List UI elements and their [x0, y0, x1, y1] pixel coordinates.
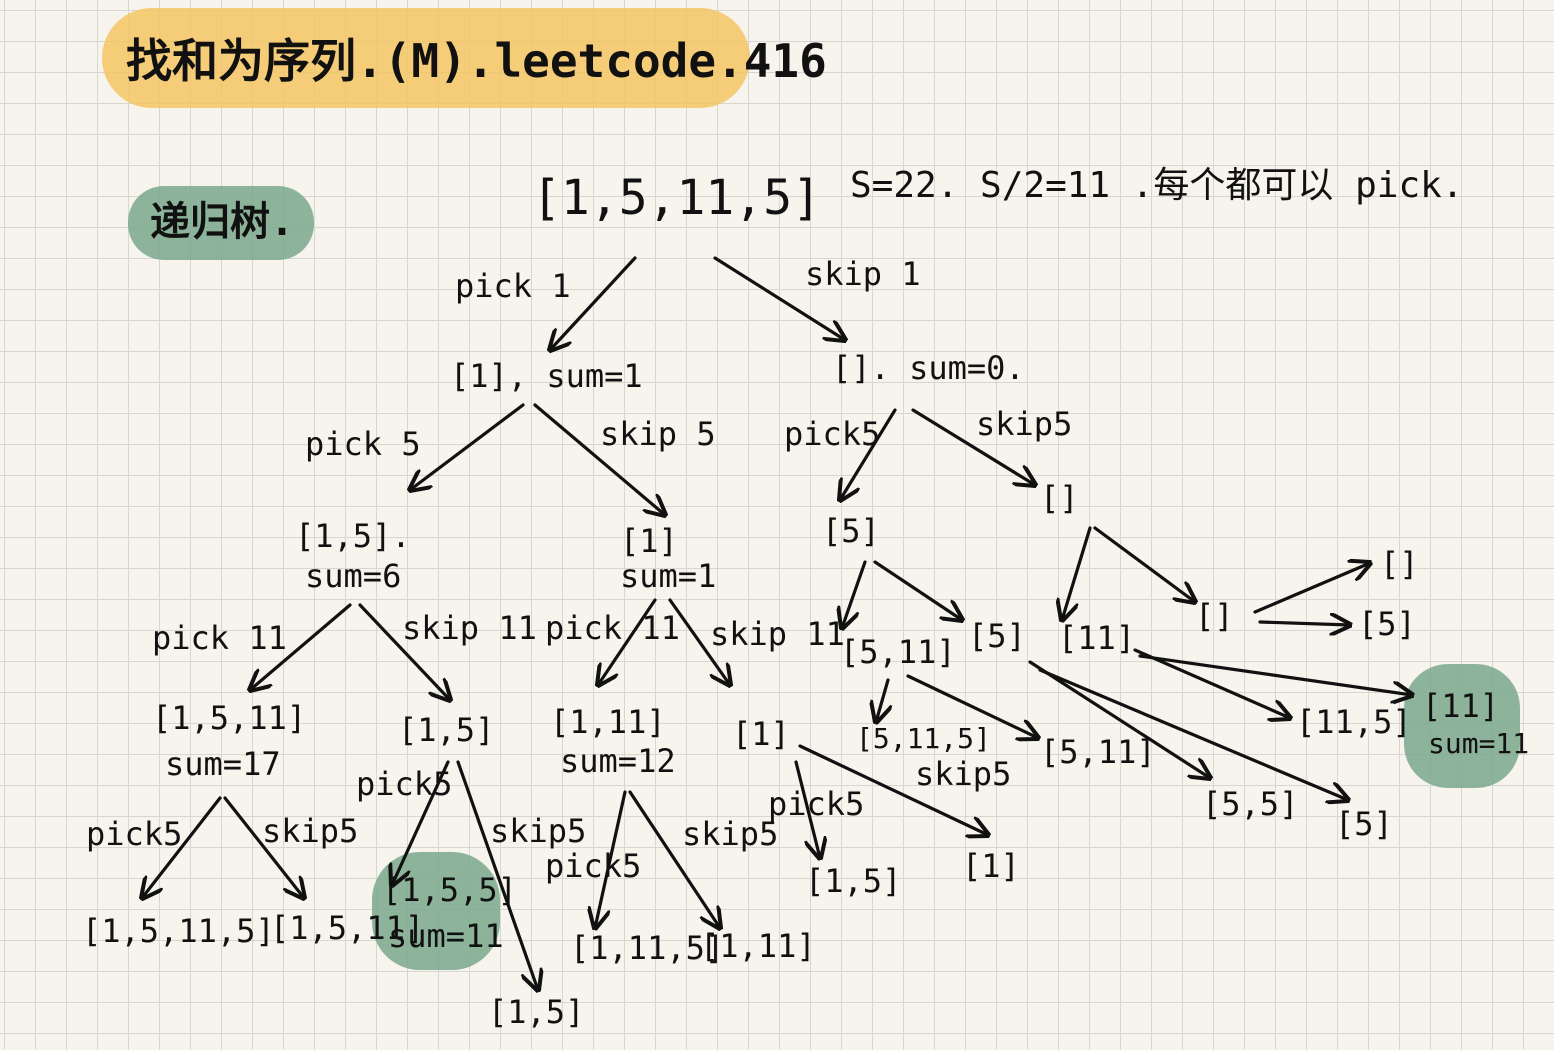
tag-highlight	[128, 186, 314, 260]
tree-node-sum: sum=12	[560, 742, 676, 780]
edge-n5b-skip5	[1038, 668, 1348, 800]
edge-label-pick11-b: pick 11	[545, 609, 680, 647]
edge-n511-pick5	[876, 678, 888, 722]
edge-label-skip5-b: skip5	[976, 405, 1073, 443]
edge-n1c-skip5	[798, 744, 988, 835]
tree-node: []. sum=0.	[832, 349, 1025, 387]
tree-leaf: [1,5]	[805, 862, 902, 900]
solution-highlight-right	[1404, 664, 1520, 788]
tree-node: [1], sum=1	[450, 357, 643, 395]
edge-n5-pick11	[842, 560, 867, 628]
tree-node-sum: sum=1	[620, 557, 717, 595]
tree-node: [1,5].	[295, 517, 411, 555]
recursion-tree-label: 递归树.	[150, 199, 295, 245]
edge-nE-skip11	[1093, 526, 1195, 602]
edge-n1c-pick5	[794, 760, 820, 858]
edge-root-skip1	[713, 256, 845, 340]
edge-nE-pick11	[1062, 526, 1092, 620]
edge-n0-skip5	[911, 408, 1035, 485]
tree-leaf: [1,11]	[700, 927, 816, 965]
edge-n5-skip11	[873, 560, 962, 620]
tree-leaf: [1,5,11]	[270, 909, 425, 947]
root-node: [1,5,11,5]	[532, 170, 821, 226]
edge-n1511-pick5	[142, 796, 222, 898]
edge-n15b-pick5	[392, 760, 450, 885]
tree-leaf: [5,11,5]	[856, 722, 991, 755]
edge-label-skip1: skip 1	[805, 255, 921, 293]
tree-leaf: [11,5]	[1296, 703, 1412, 741]
target-sum-note: S=22. S/2=11 .每个都可以 pick.	[850, 165, 1464, 206]
edge-label-pick5-e: pick5	[545, 847, 642, 885]
edge-label-pick11-a: pick 11	[152, 619, 287, 657]
tree-node: [5]	[1358, 605, 1416, 643]
tree-node: [5]	[968, 617, 1026, 655]
edge-n11-pick5	[1133, 648, 1290, 718]
tree-node: []	[1380, 545, 1419, 583]
edge-n5b-pick5	[1028, 660, 1210, 778]
edge-label-pick5-a: pick 5	[305, 425, 421, 463]
tree-leaf: [5]	[1335, 805, 1393, 843]
edge-nE2-a	[1253, 563, 1370, 614]
tree-leaf-solution: [1,5,5]	[382, 871, 517, 909]
tree-node: [1,5]	[398, 711, 495, 749]
edge-label-skip5-e: skip5	[682, 815, 779, 853]
edge-n0-pick5	[840, 408, 897, 500]
edge-n15-skip11	[358, 603, 450, 700]
tree-leaf: [1]	[962, 847, 1020, 885]
tree-node: [1,5,11]	[152, 699, 307, 737]
edge-label-pick5-f: pick5	[768, 785, 865, 823]
tree-leaf: [1,5]	[488, 993, 585, 1031]
edge-label-pick1: pick 1	[455, 267, 571, 305]
tree-leaf: [5,11]	[1040, 733, 1156, 771]
tree-node: []	[1040, 479, 1079, 517]
edge-label-skip5-d: skip5	[490, 812, 587, 850]
edge-n11-skip5	[1138, 654, 1412, 695]
tree-node: [1,11]	[550, 703, 666, 741]
tree-leaf: [1,11,5]	[570, 929, 725, 967]
edge-n1-pick5	[410, 403, 525, 490]
edge-n15-pick11	[250, 603, 352, 690]
tree-node: [1]	[620, 522, 678, 560]
edge-label-pick5-d: pick5	[356, 765, 453, 803]
edge-n1b-pick11	[598, 598, 657, 685]
edge-n511-skip5	[906, 674, 1038, 738]
edge-label-pick5-c: pick5	[86, 815, 183, 853]
edge-n111-pick5	[595, 790, 627, 928]
tree-leaf-solution-sum: sum=11	[388, 917, 504, 955]
tree-node: [5]	[822, 512, 880, 550]
edge-label-skip5-f: skip5	[915, 755, 1012, 793]
edge-label-skip5-c: skip5	[262, 812, 359, 850]
tree-leaf-solution: [11]	[1422, 687, 1500, 725]
tree-leaf-solution-sum: sum=11	[1428, 727, 1530, 760]
tree-node-sum: sum=6	[305, 557, 402, 595]
tree-node: [11]	[1058, 619, 1136, 657]
tree-node-sum: sum=17	[165, 745, 281, 783]
tree-leaf: [5,5]	[1202, 785, 1299, 823]
edge-n111-skip5	[628, 790, 720, 928]
edge-n1-skip5	[533, 403, 665, 515]
edge-label-skip11-a: skip 11	[402, 609, 537, 647]
edge-n15b-skip5	[456, 760, 538, 990]
page-title: 找和为序列.(M).leetcode.416	[126, 34, 827, 88]
tree-node: []	[1195, 597, 1234, 635]
edge-root-pick1	[550, 256, 637, 350]
edge-label-skip11-b: skip 11	[710, 615, 845, 653]
edge-n1b-skip11	[668, 598, 730, 685]
tree-node: [5,11]	[840, 633, 956, 671]
edge-n1511-skip5	[223, 796, 304, 898]
tree-leaf: [1,5,11,5]	[82, 912, 275, 950]
edge-nE2-b	[1258, 622, 1350, 625]
edge-label-skip5-a: skip 5	[600, 415, 716, 453]
edge-label-pick5-b: pick5	[784, 415, 881, 453]
title-highlight	[102, 8, 750, 108]
tree-node: [1]	[732, 715, 790, 753]
